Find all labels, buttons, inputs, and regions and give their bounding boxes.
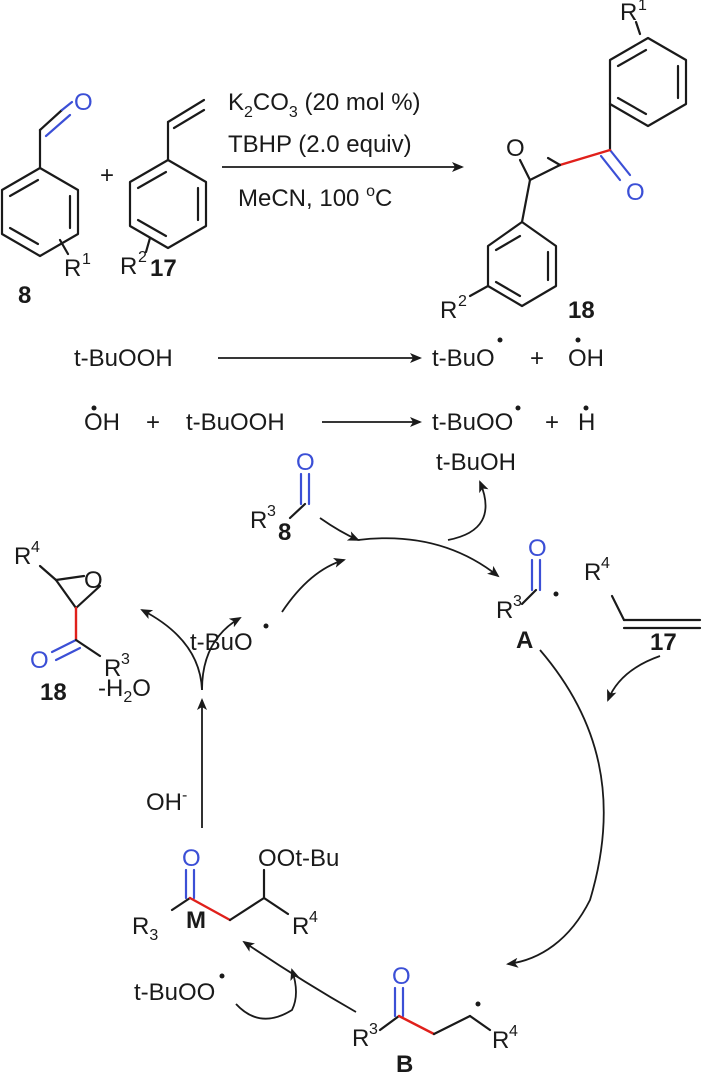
eq1-tbuo: t-BuO xyxy=(432,345,495,372)
eq2-h: H xyxy=(578,409,595,436)
cycle-product-18-number: 18 xyxy=(40,679,67,706)
initiation-equations: t-BuOOH t-BuO + OH OH + t-BuOOH t-BuOO +… xyxy=(74,337,604,436)
svg-text:4: 4 xyxy=(309,909,318,926)
svg-text:R: R xyxy=(14,543,31,570)
svg-text:3: 3 xyxy=(513,593,522,610)
peroxide-M: O R3 OOt-Bu R 4 M xyxy=(132,845,339,944)
arrow-tbuo-back xyxy=(281,558,346,613)
eq2-oh: OH xyxy=(84,409,120,436)
svg-text:R: R xyxy=(104,655,121,682)
intermediate-B-label: B xyxy=(396,1051,413,1076)
eq2-tbuooh: t-BuOOH xyxy=(186,409,285,436)
alkene-17: R 4 17 xyxy=(584,555,702,656)
svg-text:3: 3 xyxy=(267,503,276,520)
svg-text:O: O xyxy=(528,535,547,562)
compound-8-number: 8 xyxy=(18,282,31,309)
svg-text:1: 1 xyxy=(638,0,647,14)
svg-text:R: R xyxy=(352,1025,369,1052)
compound-17-structure: R 2 17 xyxy=(120,98,208,282)
svg-text:2: 2 xyxy=(138,249,147,266)
cycle-aldehyde-8: O R 3 8 xyxy=(250,449,315,546)
reagent-line-2: TBHP (2.0 equiv) xyxy=(228,131,412,158)
eq1-oh: OH xyxy=(568,345,604,372)
arrow-to-tbuoh xyxy=(447,480,489,541)
svg-text:R: R xyxy=(292,913,309,940)
cycle-tbuoo: t-BuOO xyxy=(134,979,215,1006)
product-18-epoxide-oxygen: O xyxy=(506,135,525,162)
reagent-line-3: MeCN, 100 oC xyxy=(238,183,392,212)
product-18-carbonyl-oxygen: O xyxy=(626,179,645,206)
peroxide-group: OOt-Bu xyxy=(258,845,339,872)
svg-text:4: 4 xyxy=(509,1023,518,1040)
acyl-radical-A: O R 3 A xyxy=(496,535,559,654)
arrow-aldehyde-in xyxy=(319,517,360,541)
svg-text:O: O xyxy=(182,845,201,872)
svg-text:+: + xyxy=(545,409,559,436)
product-18-structure: R 1 O O R 2 18 xyxy=(440,0,688,324)
compound-8-structure: O R 1 8 xyxy=(0,89,93,309)
svg-text:4: 4 xyxy=(601,555,610,572)
alkyl-radical-B: O R 3 R 4 B xyxy=(352,963,518,1076)
arrow-B-to-M xyxy=(242,940,357,1013)
cycle-product-18: R 4 O O R 3 18 xyxy=(14,539,130,706)
svg-text:3: 3 xyxy=(369,1021,378,1038)
svg-text:+: + xyxy=(146,409,160,436)
plus-sign: + xyxy=(100,162,114,189)
arrow-tbuoo-in xyxy=(235,968,300,1020)
svg-text:O: O xyxy=(84,567,103,594)
alkene-17-number: 17 xyxy=(650,629,677,656)
intermediate-A-label: A xyxy=(516,627,533,654)
compound-8-oxygen: O xyxy=(74,89,93,116)
arrow-to-tbuo xyxy=(201,616,242,691)
eq2-tbuoo: t-BuOO xyxy=(432,409,513,436)
svg-text:+: + xyxy=(530,345,544,372)
svg-text:O: O xyxy=(30,647,49,674)
svg-text:R: R xyxy=(584,559,601,586)
cycle-tbuoh: t-BuOH xyxy=(436,449,516,476)
product-18-number: 18 xyxy=(568,297,595,324)
cycle-tbuo: t-BuO xyxy=(190,629,253,656)
reagent-line-1: K2CO3 (20 mol %) xyxy=(228,89,421,121)
svg-text:2: 2 xyxy=(458,293,467,310)
svg-text:R: R xyxy=(496,597,513,624)
arrow-to-epoxide xyxy=(140,609,203,691)
compound-17-number: 17 xyxy=(150,255,177,282)
svg-text:4: 4 xyxy=(31,539,40,556)
svg-text:1: 1 xyxy=(82,251,91,268)
intermediate-M-label: M xyxy=(186,907,206,934)
svg-text:O: O xyxy=(392,963,411,990)
arrow-A-to-B xyxy=(506,649,605,968)
eq1-tbuooh: t-BuOOH xyxy=(74,345,173,372)
hydroxide: OH- xyxy=(146,787,187,816)
compound-8-r-label: R xyxy=(64,255,81,282)
product-18-r1-label: R xyxy=(620,0,637,26)
arrow-to-A xyxy=(357,537,500,578)
product-18-r2-label: R xyxy=(440,297,457,324)
svg-text:8: 8 xyxy=(278,519,291,546)
svg-text:R3: R3 xyxy=(132,913,158,944)
svg-text:R: R xyxy=(250,507,267,534)
svg-text:3: 3 xyxy=(121,651,130,668)
svg-text:O: O xyxy=(296,449,315,476)
arrow-alkene-in xyxy=(607,655,661,702)
compound-17-r-label: R xyxy=(120,253,137,280)
water-loss: -H2O xyxy=(98,675,151,706)
svg-text:R: R xyxy=(492,1027,509,1054)
